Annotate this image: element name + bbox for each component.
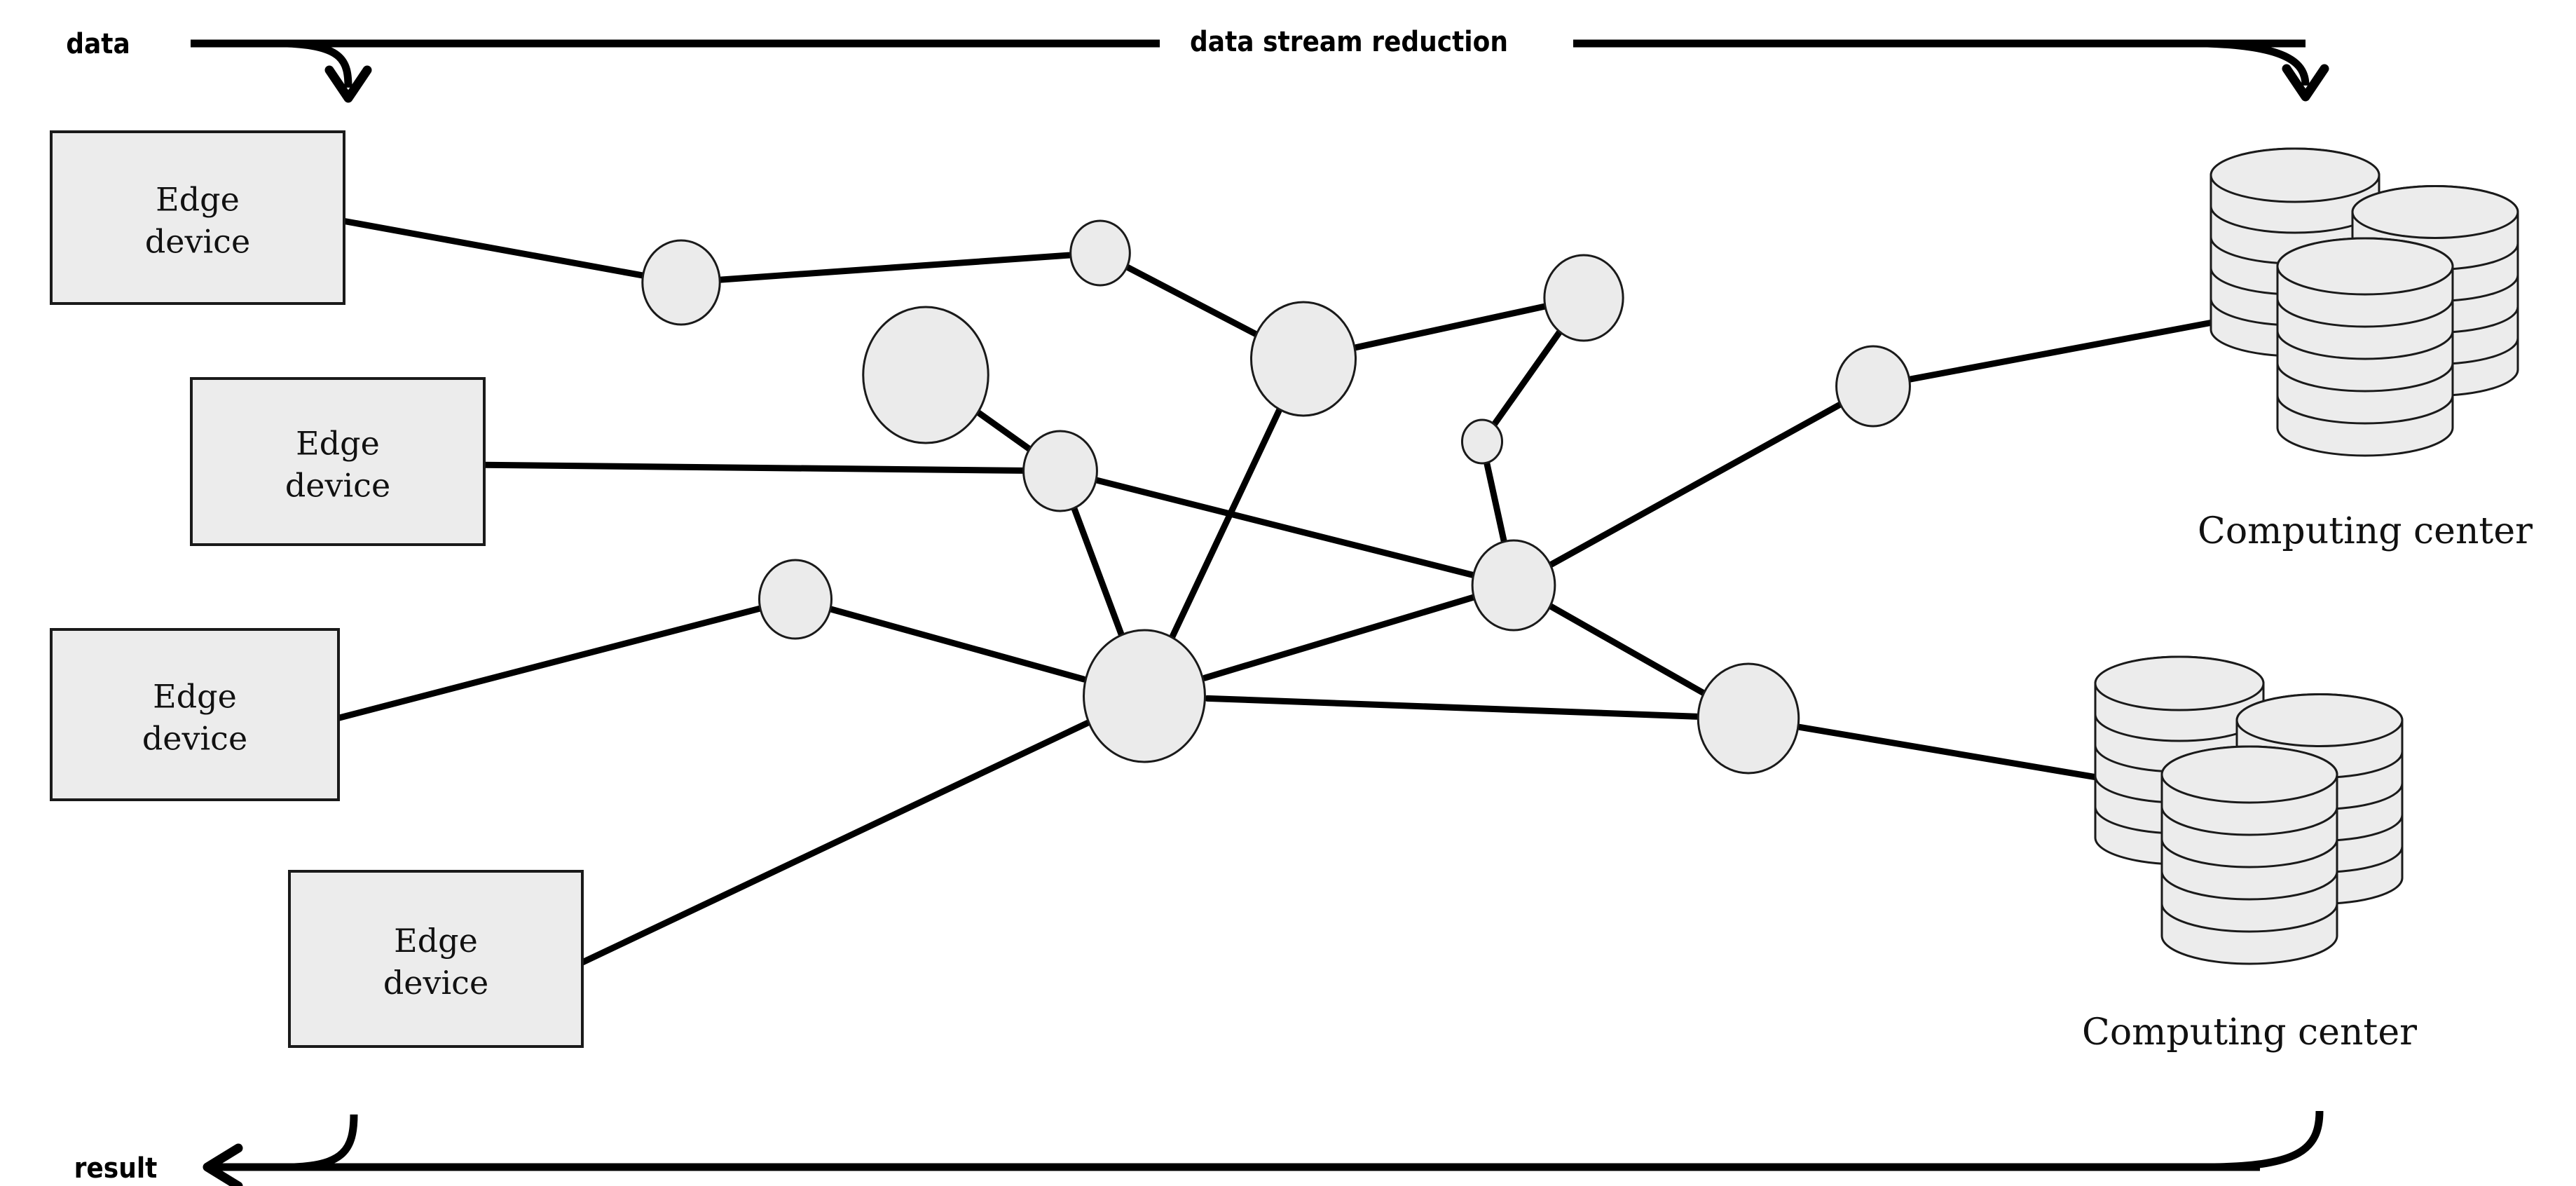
network-node[interactable] (862, 306, 989, 444)
edge-device-label-line1: Edge (156, 181, 240, 219)
network-link (1352, 303, 1548, 351)
network-node[interactable] (1069, 219, 1131, 287)
network-link (1547, 603, 1707, 696)
cylinder-top (2210, 147, 2380, 203)
network-link (1123, 263, 1259, 337)
edge-device-label-line2: device (145, 223, 250, 261)
edge-device-rect[interactable] (50, 130, 345, 305)
network-link (481, 461, 1027, 474)
top-flow-arrowhead-right (2282, 64, 2329, 102)
cylinder-disk-separator (2276, 395, 2454, 425)
edge-device-rect[interactable] (50, 628, 340, 801)
bottom-flow-arrowhead-left (203, 1143, 243, 1186)
network-link (1167, 404, 1284, 643)
computing-center[interactable] (2210, 147, 2519, 457)
database-stack-front (2160, 745, 2338, 965)
network-node-layer (641, 219, 1911, 775)
edge-device-rect[interactable] (190, 377, 486, 546)
network-link (579, 720, 1091, 966)
network-link (1483, 456, 1508, 547)
cylinder-disk-separator (2160, 903, 2338, 933)
edge-device-box[interactable]: Edge device (50, 130, 345, 305)
cylinder-top (2276, 237, 2454, 296)
network-link (341, 217, 646, 279)
result-label: result (74, 1152, 158, 1185)
network-link (1201, 594, 1477, 681)
network-node[interactable] (1697, 662, 1800, 775)
cylinder-disk-separator (2276, 298, 2454, 328)
network-link (1906, 319, 2216, 383)
computing-center-label: Computing center (2082, 1011, 2417, 1054)
computing-center[interactable] (2094, 655, 2404, 965)
edge-device-label-line1: Edge (153, 678, 237, 716)
top-flow-arrow: data data stream reduction (66, 26, 2329, 103)
edge-device-rect[interactable] (288, 870, 584, 1048)
cylinder-disk-separator (2160, 838, 2338, 868)
bottom-flow-curve-left (294, 1114, 358, 1171)
bottom-flow-arrow: result (74, 1110, 2324, 1186)
top-flow-arrowhead-left (324, 65, 372, 103)
network-node[interactable] (1083, 629, 1206, 763)
network-link (1490, 327, 1564, 430)
network-node[interactable] (1249, 301, 1357, 417)
network-link (717, 252, 1074, 283)
network-edge-layer (335, 217, 2216, 966)
network-link (1204, 695, 1700, 720)
computing-center-label: Computing center (2198, 510, 2533, 552)
network-link (975, 409, 1034, 453)
top-flow-curve-left (287, 39, 352, 88)
edge-device-label-line2: device (285, 467, 390, 505)
network-node[interactable] (1460, 418, 1504, 465)
cylinder-disk-separator (2276, 362, 2454, 393)
cylinder-top (2235, 693, 2404, 747)
network-link (335, 605, 764, 721)
network-node[interactable] (1543, 254, 1624, 342)
network-node[interactable] (1835, 345, 1911, 428)
edge-device-label-line1: Edge (296, 425, 380, 463)
database-stack-front (2276, 237, 2454, 457)
edge-device-label-line2: device (383, 964, 488, 1002)
cylinder-top (2351, 185, 2519, 239)
edge-device-box[interactable]: Edge device (190, 377, 486, 546)
edge-device-label-line1: Edge (394, 922, 478, 960)
network-node[interactable] (641, 239, 721, 326)
cylinder-disk-separator (2160, 806, 2338, 836)
network-link (827, 606, 1087, 683)
network-link (1092, 477, 1477, 578)
network-node[interactable] (1471, 539, 1556, 632)
edge-device-box[interactable]: Edge device (288, 870, 584, 1048)
bottom-flow-curve-right (2214, 1110, 2324, 1171)
cylinder-top (2160, 745, 2338, 804)
data-stream-reduction-label: data stream reduction (1190, 26, 1508, 58)
network-node[interactable] (758, 559, 833, 640)
network-link (1070, 503, 1125, 641)
network-link (1796, 723, 2111, 783)
cylinder-disk-separator (2276, 330, 2454, 360)
top-flow-curve-right (2207, 39, 2310, 86)
network-link (1547, 401, 1844, 568)
edge-device-label-line2: device (142, 720, 247, 758)
edge-device-box[interactable]: Edge device (50, 628, 340, 801)
network-node[interactable] (1022, 430, 1098, 512)
cylinder-top (2094, 655, 2265, 711)
cylinder-disk-separator (2160, 871, 2338, 901)
data-label: data (66, 28, 130, 60)
